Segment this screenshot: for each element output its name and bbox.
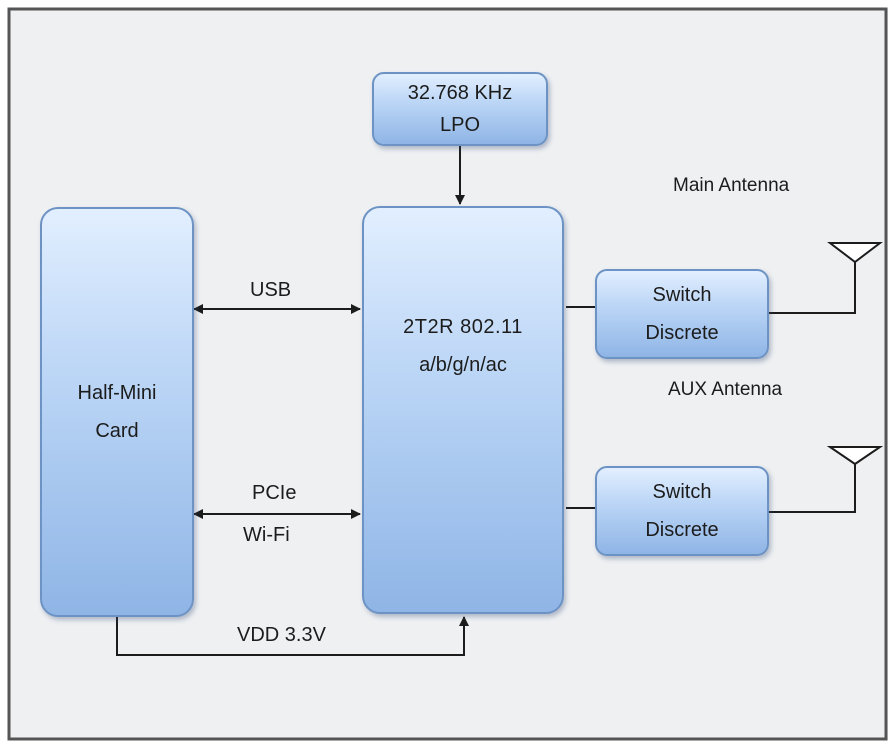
wifi-label: Wi-Fi (243, 524, 290, 546)
lpo-line2: LPO (439, 114, 481, 136)
main-antenna-label: Main Antenna (673, 175, 790, 196)
aux-antenna-icon (826, 446, 884, 466)
aux-antenna-feed (767, 464, 856, 513)
main-antenna-feed (767, 262, 856, 314)
wifi-chip-block: 2T2R 802.11 a/b/g/n/ac (362, 206, 564, 614)
main-switch-line2: Discrete (645, 322, 719, 344)
vdd-label: VDD 3.3V (237, 624, 326, 646)
host-line1: Half-Mini (77, 382, 157, 404)
aux-antenna-label: AUX Antenna (668, 379, 783, 400)
lpo-line1: 32.768 KHz (407, 82, 513, 104)
main-antenna-icon (827, 242, 883, 264)
usb-label: USB (250, 279, 292, 301)
aux-switch-line2: Discrete (645, 519, 719, 541)
chip-line1: 2T2R 802.11 (403, 316, 523, 338)
host-line2: Card (95, 420, 139, 442)
diagram-frame (7, 7, 888, 741)
main-switch-block: Switch Discrete (595, 269, 769, 359)
half-mini-card-block: Half-Mini Card (40, 207, 194, 617)
vdd-supply-line (116, 616, 469, 656)
lpo-block: 32.768 KHz LPO (372, 72, 548, 146)
main-switch-line1: Switch (652, 284, 712, 306)
chip-line2: a/b/g/n/ac (419, 354, 507, 376)
pcie-label: PCIe (252, 482, 297, 504)
aux-switch-block: Switch Discrete (595, 466, 769, 556)
aux-switch-line1: Switch (652, 481, 712, 503)
